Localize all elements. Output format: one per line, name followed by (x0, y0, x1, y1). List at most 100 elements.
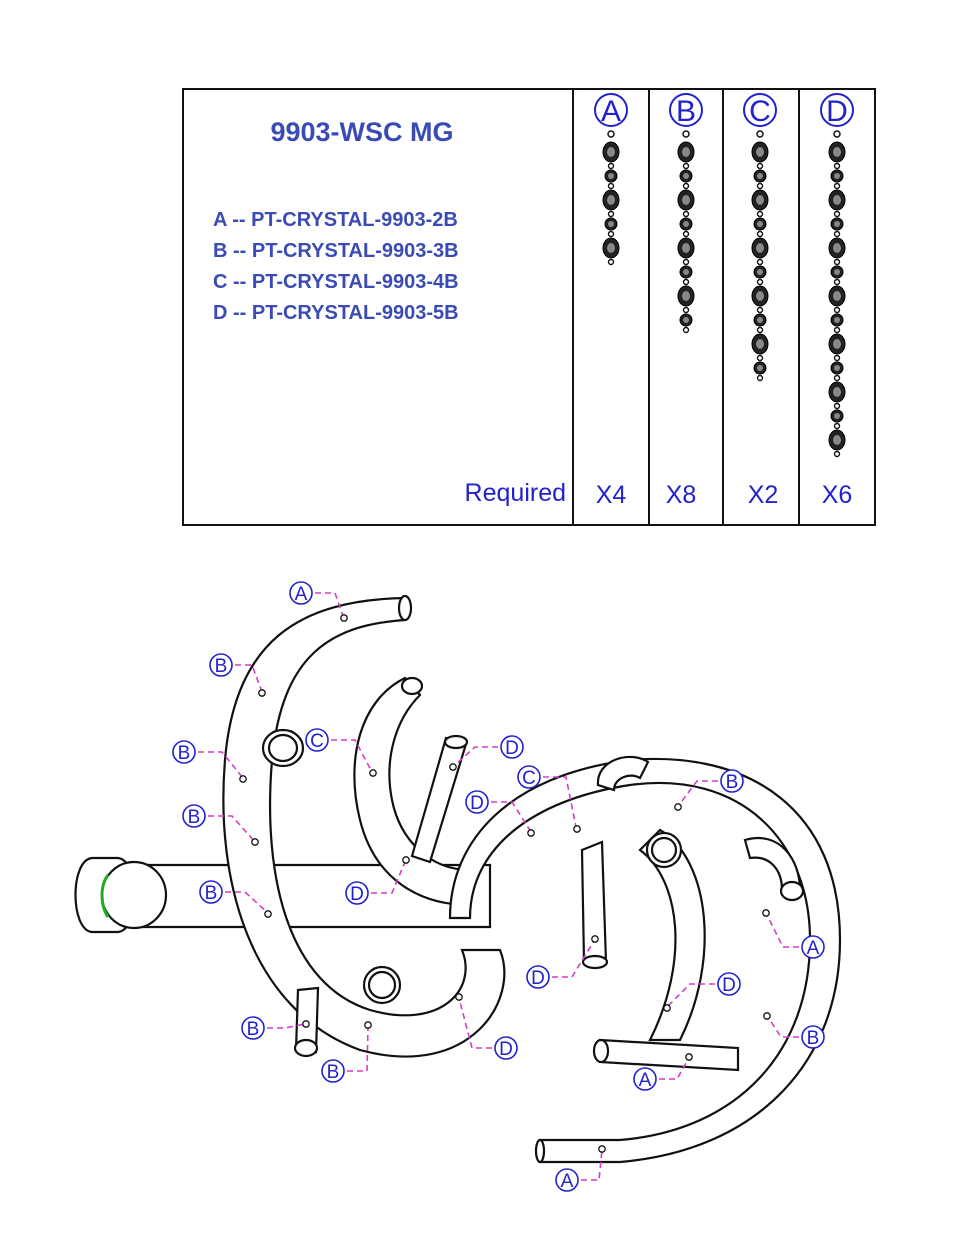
parts-table: 9903-WSC MG A -- PT-CRYSTAL-9903-2B B --… (182, 88, 876, 526)
mount-hole (302, 1020, 310, 1028)
column-header-c: C (743, 93, 777, 128)
callout-circle (241, 1016, 265, 1040)
mount-hole (340, 614, 348, 622)
callout-letter: D (470, 793, 484, 814)
mount-hole (239, 775, 247, 783)
callout-circle (209, 653, 233, 677)
leader-line (678, 780, 718, 806)
callout-letter: D (350, 884, 364, 905)
qty-d: X6 (822, 481, 853, 509)
callout-10: B (674, 769, 744, 811)
short-tube-lower (598, 1038, 740, 1072)
arc-tube-right (448, 757, 842, 1164)
leader-line (543, 776, 577, 828)
callout-letter: B (178, 743, 191, 764)
svg-text:C: C (749, 95, 771, 128)
leader-line (552, 940, 595, 978)
callout-2: B (172, 740, 247, 783)
callout-1: B (209, 653, 266, 697)
mount-hole (598, 1145, 606, 1153)
mount-hole (762, 909, 770, 917)
callout-circle (801, 935, 825, 959)
svg-text:D: D (826, 95, 848, 128)
callout-letter: B (807, 1028, 820, 1049)
mount-hole (455, 993, 463, 1001)
callout-circle (345, 881, 369, 905)
leader-line (315, 592, 344, 617)
canopy-cap (100, 860, 168, 930)
callout-16: B (321, 1021, 372, 1083)
callout-letter: D (499, 1039, 513, 1060)
part-a-label: A -- PT-CRYSTAL-9903-2B (213, 209, 458, 231)
callout-circle (500, 735, 524, 759)
callout-letter: A (295, 584, 308, 605)
qty-c: X2 (748, 481, 779, 509)
callout-letter: D (531, 968, 545, 989)
callout-11: A (762, 909, 825, 959)
leader-line (667, 983, 715, 1007)
callout-circle (720, 769, 744, 793)
callout-letter: A (639, 1070, 652, 1091)
leader-line (198, 751, 244, 779)
mount-hole (258, 689, 266, 697)
qty-a: X4 (596, 481, 627, 509)
crystal-strand-d (828, 130, 846, 458)
callout-letter: B (215, 656, 228, 677)
leader-line (331, 739, 373, 773)
callout-circle (717, 972, 741, 996)
mount-hole (663, 1004, 671, 1012)
callout-4: B (199, 880, 272, 918)
hook-tube-center (596, 755, 650, 792)
column-header-a: A (594, 93, 628, 128)
callout-circle (305, 728, 329, 752)
mount-hole (251, 838, 259, 846)
part-b-label: B -- PT-CRYSTAL-9903-3B (213, 240, 459, 262)
callout-circle (517, 765, 541, 789)
required-label: Required (465, 479, 566, 507)
mount-hole (685, 1053, 693, 1061)
mount-hole (264, 910, 272, 918)
callout-letter: B (205, 883, 218, 904)
crystal-strands (602, 130, 846, 458)
leader-line (458, 997, 492, 1049)
short-tube-diagonal (410, 736, 468, 864)
callout-letter: C (310, 731, 324, 752)
callout-letter: A (807, 938, 820, 959)
callout-5: C (305, 728, 377, 777)
callout-17: D (455, 993, 518, 1060)
callout-12: D (526, 935, 599, 989)
callout-letter: B (188, 807, 201, 828)
mount-hole (527, 829, 535, 837)
callout-circle (321, 1059, 345, 1083)
callout-letter: D (505, 738, 519, 759)
callout-circle (289, 581, 313, 605)
short-tube-vertical (580, 840, 608, 964)
callout-13: D (663, 972, 741, 1012)
mount-hole (573, 825, 581, 833)
leader-line (659, 1057, 690, 1080)
part-d-label: D -- PT-CRYSTAL-9903-5B (213, 302, 459, 324)
callout-15: B (241, 1016, 310, 1040)
crystal-strand-c (751, 130, 769, 382)
callout-circle (801, 1025, 825, 1049)
mount-hole (591, 935, 599, 943)
callout-letter: C (522, 768, 536, 789)
callout-letter: B (327, 1062, 340, 1083)
callout-letter: A (561, 1171, 574, 1192)
callout-circle (182, 804, 206, 828)
callout-letter: D (722, 975, 736, 996)
leader-line (371, 861, 406, 894)
callout-circle (633, 1067, 657, 1091)
callout-19: A (555, 1145, 606, 1192)
crystal-strand-a (602, 130, 620, 266)
svg-text:A: A (601, 95, 621, 128)
leader-line (581, 1149, 603, 1181)
callout-18: A (633, 1053, 693, 1091)
callout-circle (555, 1168, 579, 1192)
callout-circle (465, 790, 489, 814)
callout-6: D (345, 856, 410, 905)
callout-7: D (449, 735, 524, 771)
mount-hole (402, 856, 410, 864)
callout-0: A (289, 581, 348, 622)
